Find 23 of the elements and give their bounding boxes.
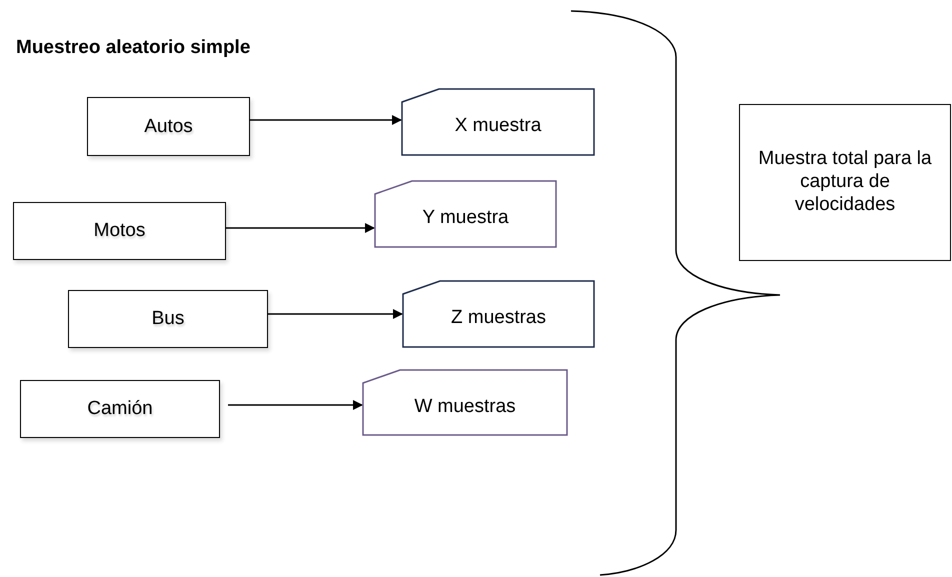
arrow xyxy=(250,115,402,125)
node-label: Motos xyxy=(94,219,146,243)
sample-tag xyxy=(362,369,568,436)
sample-tag xyxy=(402,280,595,348)
category-box xyxy=(87,97,250,156)
node-label: Bus xyxy=(152,307,184,331)
arrow xyxy=(228,400,363,410)
node-label: Autos xyxy=(144,114,193,138)
category-box xyxy=(13,202,226,260)
sample-tag xyxy=(401,88,595,156)
category-box xyxy=(20,380,220,438)
node-label: W muestras xyxy=(414,394,516,418)
arrow xyxy=(226,223,375,233)
node-label: Muestra total para la captura de velocidades xyxy=(757,148,933,217)
category-box xyxy=(68,290,268,348)
node-label: X muestra xyxy=(454,114,542,138)
sample-tag xyxy=(374,180,557,248)
node-label: Camión xyxy=(87,397,153,421)
node-label: Z muestras xyxy=(450,306,546,330)
node-label: Y muestra xyxy=(422,206,509,230)
diagram-title: Muestreo aleatorio simple xyxy=(16,36,250,60)
arrow xyxy=(268,309,403,319)
result-box xyxy=(739,104,951,261)
